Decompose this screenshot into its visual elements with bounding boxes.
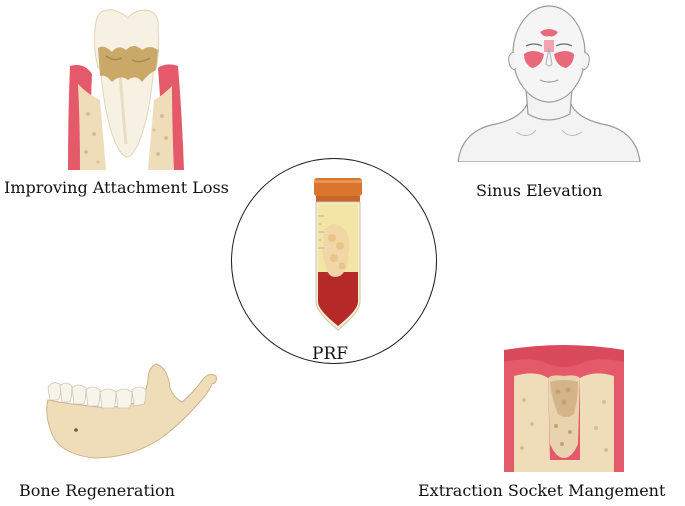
label-bone-regeneration: Bone Regeneration xyxy=(19,481,175,500)
label-prf: PRF xyxy=(312,344,349,364)
prf-center-circle xyxy=(231,158,437,364)
extraction-socket-icon xyxy=(504,345,624,472)
sinus-face-icon xyxy=(457,5,641,162)
label-improving-attachment-loss: Improving Attachment Loss xyxy=(4,178,229,197)
prf-tube-icon xyxy=(314,178,362,331)
label-extraction-socket-management: Extraction Socket Mangement xyxy=(418,481,666,500)
label-sinus-elevation: Sinus Elevation xyxy=(476,181,603,200)
mandible-icon xyxy=(46,363,217,459)
periodontal-tooth-icon xyxy=(68,9,184,170)
